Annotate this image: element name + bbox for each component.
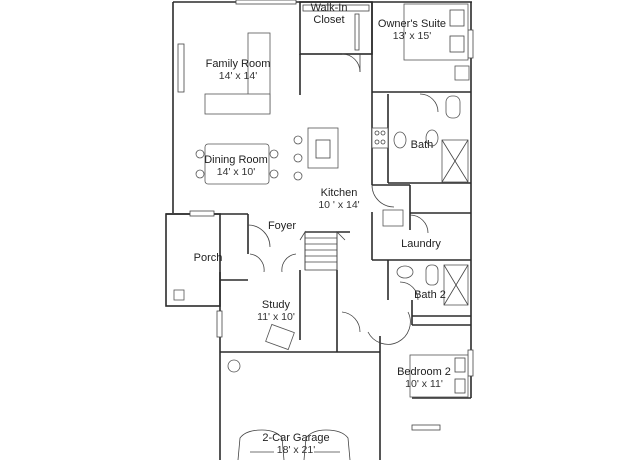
study-name: Study: [261, 299, 291, 311]
dining-room-label: Dining Room 14' x 10': [200, 154, 272, 178]
walls: [165, 1, 472, 460]
owners-suite-label: Owner's Suite 13' x 15': [375, 18, 449, 42]
windows: [177, 0, 474, 431]
walk-in-closet-name: Walk-In: [310, 2, 348, 14]
family-room-name: Family Room: [205, 58, 271, 70]
laundry-label: Laundry: [396, 238, 446, 250]
owners-suite-name: Owner's Suite: [377, 18, 447, 30]
bath2-label: Bath 2: [408, 289, 452, 301]
walk-in-closet-name-2: Closet: [313, 14, 345, 26]
garage-label: 2-Car Garage 18' x 21': [254, 432, 338, 456]
family-room-label: Family Room 14' x 14': [202, 58, 274, 82]
garage-dimensions: 18' x 21': [276, 444, 316, 456]
porch-name: Porch: [193, 252, 223, 264]
furniture: [173, 3, 470, 460]
laundry-name: Laundry: [401, 238, 441, 250]
walk-in-closet-label: Walk-In Closet: [306, 2, 352, 26]
bath-label: Bath: [405, 139, 439, 151]
doors: [247, 53, 439, 345]
study-dimensions: 11' x 10': [257, 311, 295, 323]
owners-suite-dimensions: 13' x 15': [392, 30, 432, 42]
bedroom2-name: Bedroom 2: [397, 366, 451, 378]
stair: [299, 230, 346, 271]
garage-name: 2-Car Garage: [262, 432, 330, 444]
dining-room-name: Dining Room: [204, 154, 268, 166]
kitchen-dimensions: 10 ' x 14': [318, 199, 360, 211]
porch-label: Porch: [186, 252, 230, 264]
bath-name: Bath: [410, 139, 434, 151]
foyer-label: Foyer: [262, 220, 302, 232]
dining-room-dimensions: 14' x 10': [216, 166, 256, 178]
kitchen-name: Kitchen: [320, 187, 358, 199]
bedroom2-label: Bedroom 2 10' x 11': [392, 366, 456, 390]
foyer-name: Foyer: [267, 220, 297, 232]
bedroom2-dimensions: 10' x 11': [405, 378, 443, 390]
kitchen-label: Kitchen 10 ' x 14': [312, 187, 366, 211]
study-label: Study 11' x 10': [250, 299, 302, 323]
family-room-dimensions: 14' x 14': [218, 70, 258, 82]
bath2-name: Bath 2: [414, 289, 446, 301]
